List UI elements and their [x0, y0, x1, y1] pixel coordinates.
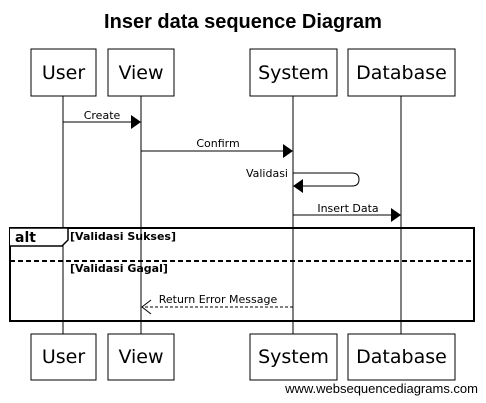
arrowhead-filled-icon: [283, 144, 293, 158]
participant-system-label: System: [258, 62, 329, 84]
participant-view-label-bottom: View: [118, 346, 163, 368]
message-insert-data: Insert Data: [293, 202, 401, 222]
alt-fragment: alt [Validasi Sukses] [Validasi Gagal]: [9, 227, 475, 322]
participant-view-top: View: [107, 48, 175, 97]
participant-system-label-bottom: System: [258, 346, 329, 368]
participant-view-label: View: [118, 62, 163, 84]
participant-database-top: Database: [347, 48, 456, 97]
arrowhead-filled-icon: [293, 179, 303, 193]
alt-guard-failure: [Validasi Gagal]: [70, 262, 168, 275]
alt-guard-success: [Validasi Sukses]: [70, 230, 176, 243]
participant-database-label: Database: [356, 62, 447, 84]
participant-system-top: System: [249, 48, 338, 97]
participant-user-top: User: [30, 48, 97, 97]
participant-system-bottom: System: [249, 333, 338, 381]
participant-user-label-bottom: User: [42, 346, 85, 368]
arrowhead-filled-icon: [131, 115, 141, 129]
message-validasi: Validasi: [246, 167, 360, 193]
message-confirm: Confirm: [141, 137, 293, 158]
message-return-error: Return Error Message: [141, 293, 293, 315]
message-return-error-label: Return Error Message: [159, 293, 278, 306]
participant-database-bottom: Database: [347, 333, 456, 381]
message-create: Create: [63, 109, 141, 129]
footer-watermark: www.websequencediagrams.com: [284, 381, 478, 396]
participant-database-label-bottom: Database: [356, 346, 447, 368]
participant-view-bottom: View: [107, 333, 175, 381]
participant-user-bottom: User: [30, 333, 97, 381]
alt-tab: [10, 227, 69, 247]
alt-keyword: alt: [15, 230, 36, 246]
message-confirm-label: Confirm: [196, 137, 239, 150]
participant-user-label: User: [42, 62, 85, 84]
diagram-title: Inser data sequence Diagram: [104, 11, 382, 33]
message-validasi-label: Validasi: [246, 167, 288, 180]
message-insert-data-label: Insert Data: [317, 202, 378, 215]
arrowhead-open-icon: [141, 299, 152, 315]
arrowhead-filled-icon: [391, 208, 401, 222]
message-create-label: Create: [84, 109, 121, 122]
